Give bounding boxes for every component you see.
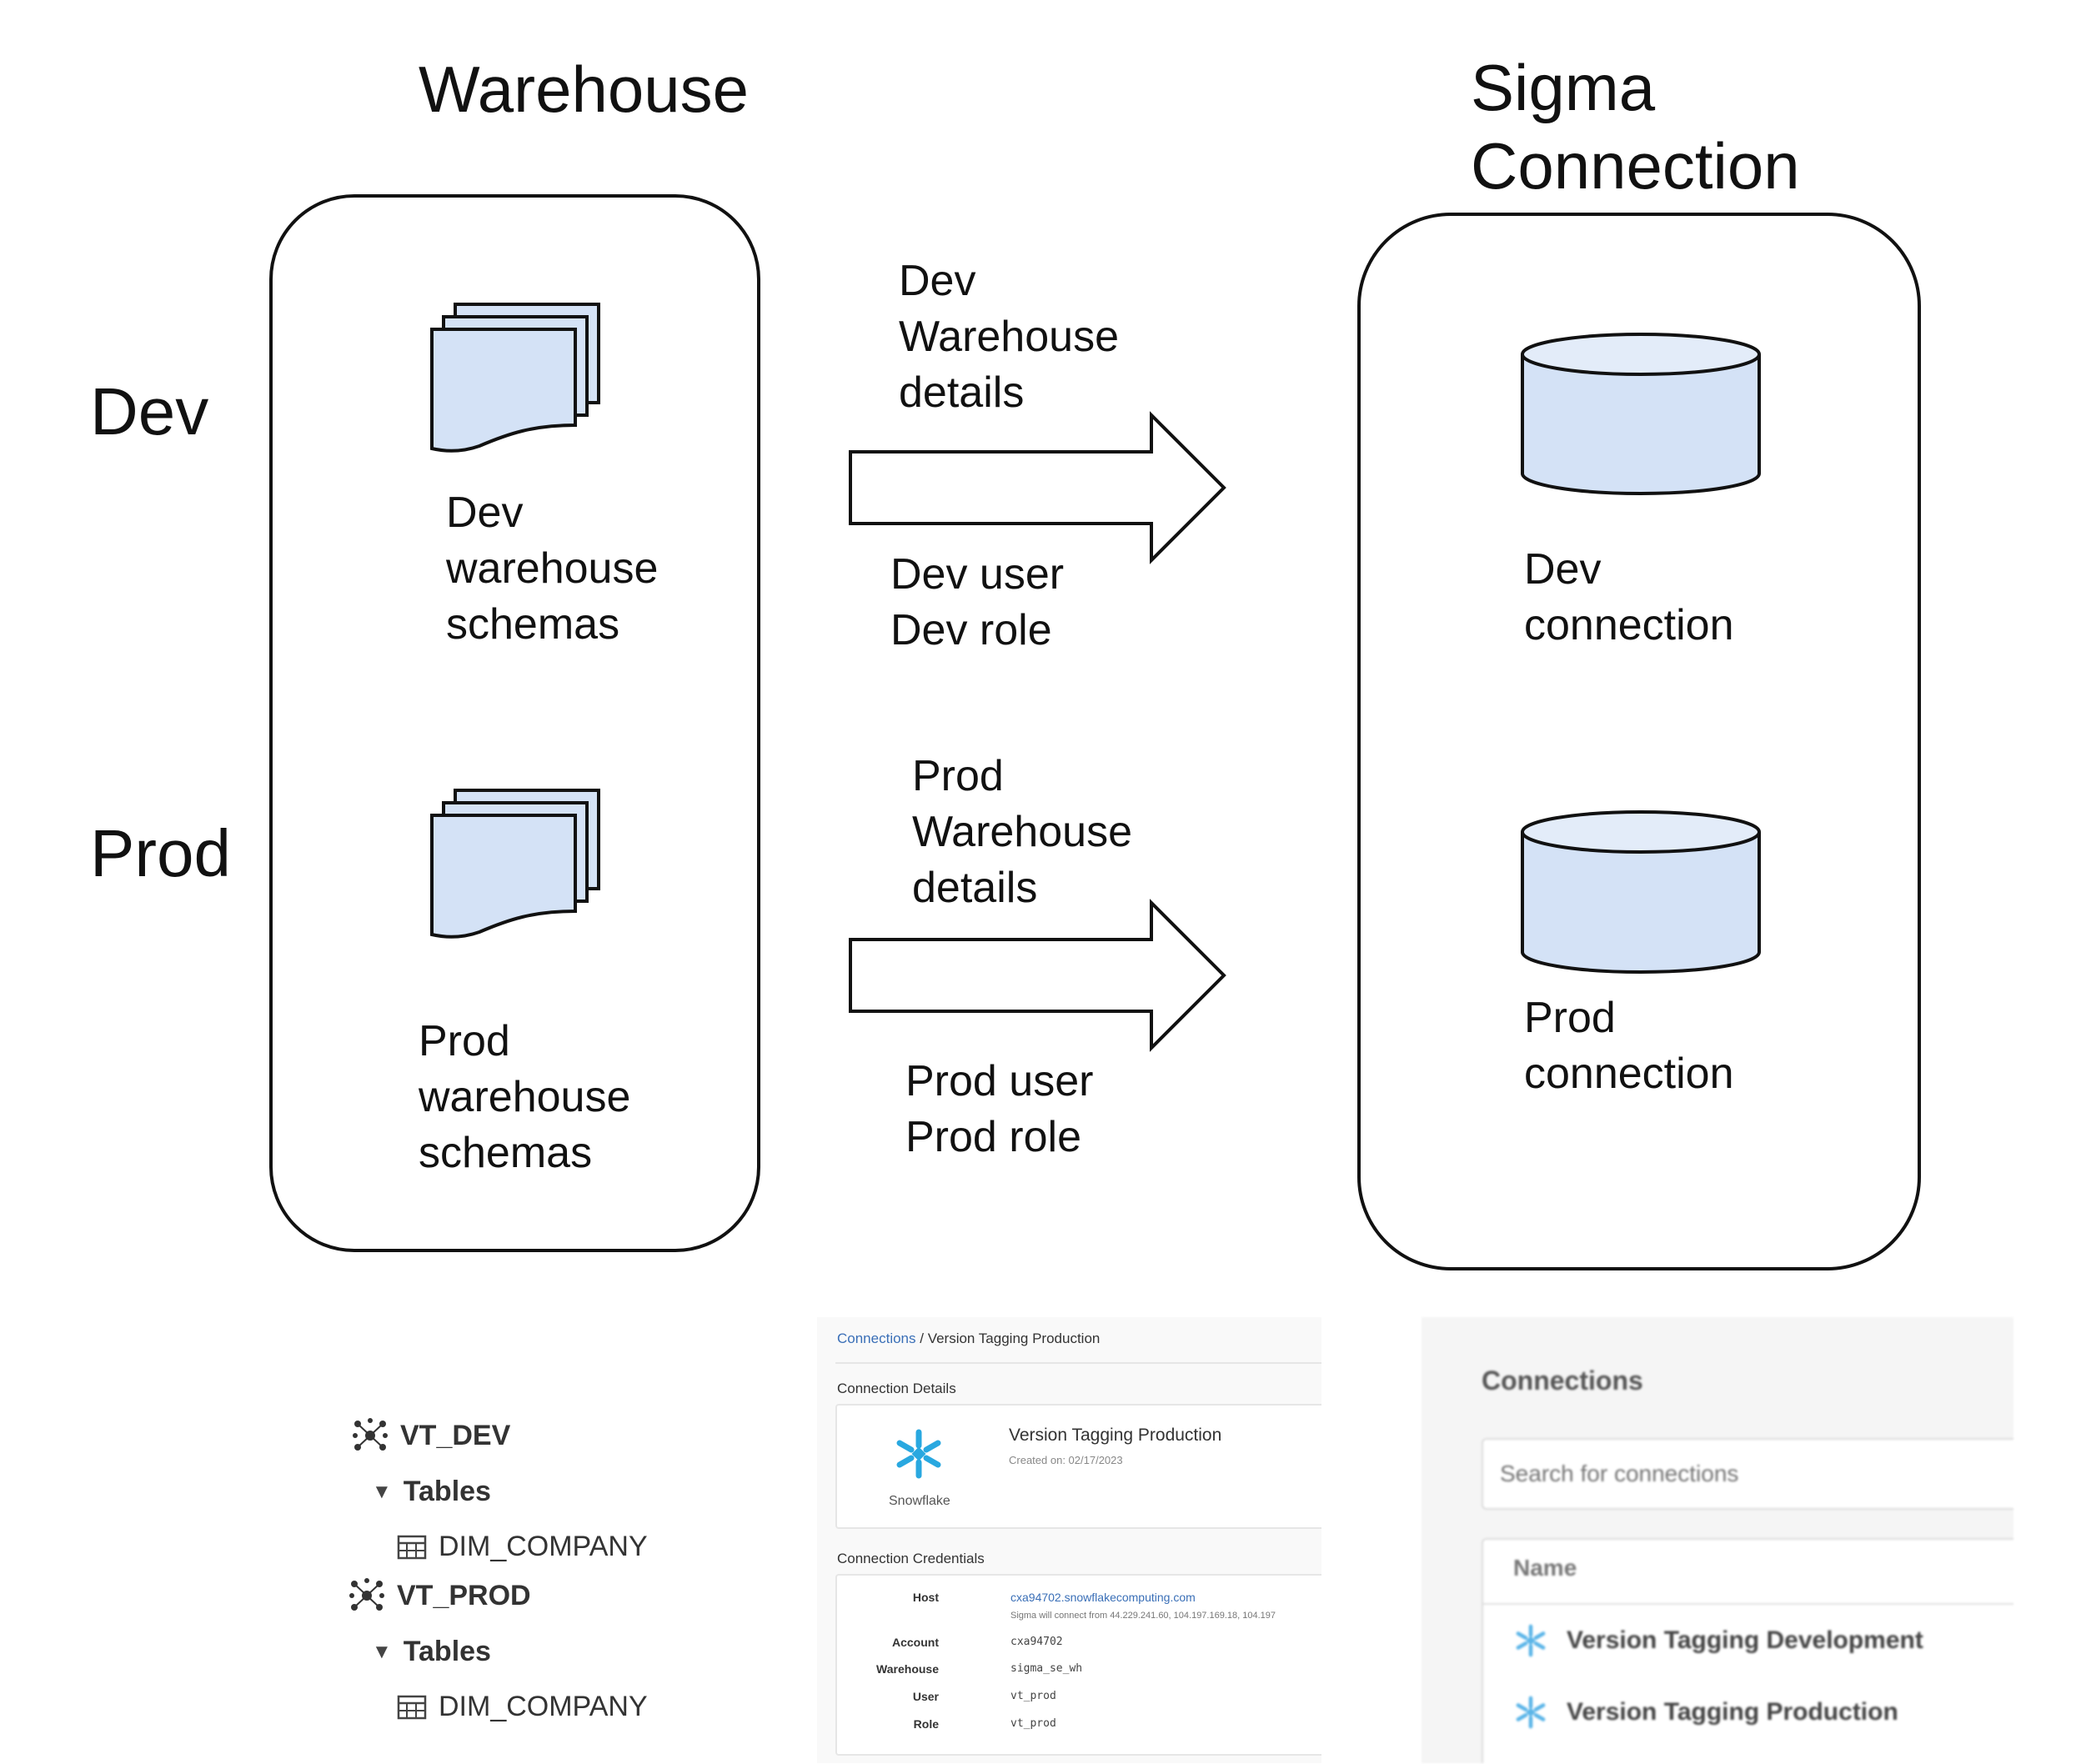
connection-name: Version Tagging Production [1567, 1698, 1898, 1726]
role-label: Role [913, 1717, 939, 1731]
divider [1483, 1603, 2013, 1605]
list-item[interactable]: Version Tagging Development [1513, 1623, 1923, 1658]
database-network-icon [349, 1578, 384, 1611]
created-date: Created on: 02/17/2023 [1009, 1454, 1123, 1466]
host-value[interactable]: cxa94702.snowflakecomputing.com [1010, 1591, 1196, 1604]
breadcrumb-separator: / [915, 1331, 928, 1346]
divider [835, 1362, 1321, 1364]
tree-table-label: DIM_COMPANY [439, 1531, 648, 1562]
host-note: Sigma will connect from 44.229.241.60, 1… [1010, 1611, 1276, 1621]
column-header-name[interactable]: Name [1513, 1555, 1577, 1581]
table-icon [397, 1695, 427, 1719]
row-label-prod: Prod [90, 816, 231, 890]
breadcrumb: Connections / Version Tagging Production [837, 1331, 1100, 1347]
caret-down-icon: ▼ [372, 1640, 392, 1663]
warehouse-tree: VT_DEV ▼ Tables DIM_COMPANY VT_PROD ▼ Ta… [342, 1401, 692, 1734]
connections-list-panel: Connections Name Version Tagging Develop… [1422, 1317, 2013, 1763]
warehouse-container [269, 194, 760, 1252]
tree-table-item[interactable]: DIM_COMPANY [397, 1531, 648, 1563]
snowflake-icon [1516, 1696, 1546, 1729]
prod-arrow [849, 899, 1226, 1052]
list-item[interactable]: Version Tagging Production [1513, 1695, 1898, 1730]
table-icon [397, 1535, 427, 1559]
snowflake-logo-icon [896, 1429, 941, 1479]
connection-name: Version Tagging Development [1567, 1626, 1923, 1654]
tree-tables-folder[interactable]: ▼ Tables [372, 1476, 491, 1508]
tree-tables-label: Tables [403, 1636, 491, 1667]
sigma-connection-title: Sigma Connection [1471, 51, 1800, 203]
row-label-dev: Dev [90, 374, 209, 449]
search-input[interactable] [1483, 1440, 2013, 1508]
diagram-canvas [269, 194, 1921, 1270]
account-label: Account [892, 1636, 939, 1649]
breadcrumb-connections-link[interactable]: Connections [837, 1331, 916, 1346]
dev-connection-cylinder-icon [1521, 333, 1761, 495]
warehouse-value: sigma_se_wh [1010, 1662, 1083, 1675]
dev-arrow-top-label: Dev Warehouse details [899, 257, 1119, 417]
connection-details-card: Snowflake Version Tagging Production Cre… [835, 1404, 1321, 1529]
sigma-container [1357, 213, 1921, 1270]
tree-table-item[interactable]: DIM_COMPANY [397, 1691, 648, 1723]
tree-db-label: VT_PROD [397, 1579, 531, 1611]
tree-db-label: VT_DEV [400, 1419, 511, 1451]
connections-table: Name Version Tagging Development [1482, 1538, 2013, 1763]
prod-arrow-top-label: Prod Warehouse details [912, 752, 1132, 912]
dev-arrow-bottom-label: Dev user Dev role [890, 550, 1065, 654]
prod-arrow-bottom-label: Prod user Prod role [905, 1057, 1094, 1161]
tree-db-vt-dev[interactable]: VT_DEV [352, 1417, 510, 1454]
dev-arrow [849, 411, 1226, 564]
snowflake-icon [1516, 1624, 1546, 1657]
prod-connection-label: Prod connection [1524, 994, 1734, 1098]
host-label: Host [912, 1591, 939, 1604]
tree-tables-folder[interactable]: ▼ Tables [372, 1636, 491, 1668]
prod-connection-cylinder-icon [1521, 810, 1761, 974]
connection-credentials-heading: Connection Credentials [837, 1551, 985, 1566]
dev-schemas-icon [430, 303, 600, 453]
tree-tables-label: Tables [403, 1476, 491, 1507]
warehouse-title: Warehouse [419, 53, 749, 126]
role-value: vt_prod [1010, 1717, 1056, 1730]
tree-db-vt-prod[interactable]: VT_PROD [349, 1577, 531, 1614]
prod-schemas-label: Prod warehouse schemas [419, 1017, 631, 1177]
user-value: vt_prod [1010, 1690, 1056, 1702]
dev-connection-label: Dev connection [1524, 545, 1734, 649]
connections-heading: Connections [1482, 1366, 1643, 1396]
database-network-icon [353, 1418, 388, 1451]
provider-label: Snowflake [889, 1494, 950, 1508]
warehouse-label: Warehouse [876, 1662, 939, 1676]
account-value: cxa94702 [1010, 1636, 1063, 1648]
caret-down-icon: ▼ [372, 1480, 392, 1503]
connection-name: Version Tagging Production [1009, 1426, 1222, 1445]
connection-details-heading: Connection Details [837, 1381, 956, 1396]
tree-table-label: DIM_COMPANY [439, 1691, 648, 1722]
breadcrumb-current: Version Tagging Production [927, 1331, 1101, 1346]
prod-schemas-icon [430, 789, 600, 939]
dev-schemas-label: Dev warehouse schemas [446, 489, 659, 649]
connection-credentials-card: Host cxa94702.snowflakecomputing.com Sig… [835, 1574, 1321, 1756]
connection-detail-panel: Connections / Version Tagging Production… [817, 1317, 1321, 1763]
search-box [1482, 1438, 2013, 1510]
user-label: User [912, 1690, 939, 1703]
